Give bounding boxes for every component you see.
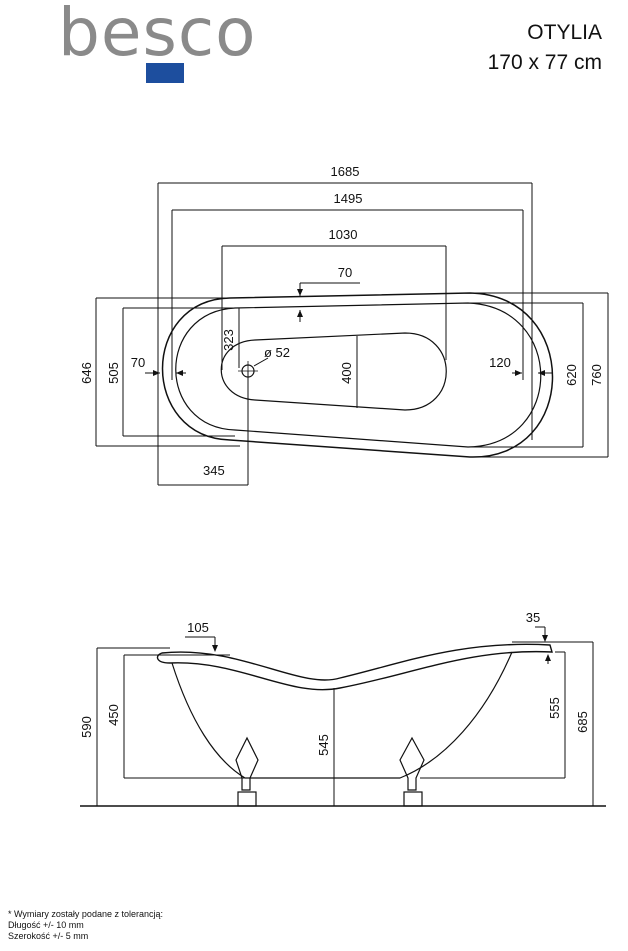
foot-right-base bbox=[403, 791, 423, 807]
dim-lines-top bbox=[95, 182, 609, 486]
dim-label-rim-right: 120 bbox=[489, 355, 511, 370]
dim-label-height-450: 450 bbox=[106, 704, 121, 726]
product-size: 170 x 77 cm bbox=[487, 51, 602, 74]
foot-left-base bbox=[237, 791, 257, 807]
dim-label-width-760: 760 bbox=[589, 364, 604, 386]
dim-label-rim-left: 70 bbox=[131, 355, 145, 370]
dim-label-length-bottom: 1030 bbox=[329, 227, 358, 242]
product-name: OTYLIA bbox=[527, 21, 602, 44]
dim-label-height-555: 555 bbox=[547, 697, 562, 719]
foot-right bbox=[399, 736, 425, 791]
tub-side-rim bbox=[156, 643, 553, 691]
side-view bbox=[80, 626, 606, 807]
brand-logo: besco bbox=[58, 0, 273, 88]
dim-label-depth-545: 545 bbox=[316, 734, 331, 756]
product-header: OTYLIA 170 x 77 cm bbox=[488, 18, 602, 78]
dim-label-bottom-width: 400 bbox=[339, 362, 354, 384]
foot-left bbox=[235, 736, 259, 791]
tub-rim-outline bbox=[175, 302, 542, 448]
dim-label-width-505: 505 bbox=[106, 362, 121, 384]
dim-label-rim-105: 105 bbox=[187, 620, 209, 635]
tub-bottom-outline bbox=[220, 332, 447, 411]
dim-label-rim-top: 70 bbox=[338, 265, 352, 280]
dim-label-height-590: 590 bbox=[79, 716, 94, 738]
top-view bbox=[95, 182, 609, 486]
tolerance-note-width: Szerokość +/- 5 mm bbox=[8, 931, 89, 941]
dim-label-rim-35: 35 bbox=[526, 610, 540, 625]
tolerance-note-title: * Wymiary zostały podane z tolerancją: bbox=[8, 909, 163, 919]
dim-label-height-323: 323 bbox=[221, 329, 236, 351]
dim-label-height-685: 685 bbox=[575, 711, 590, 733]
tub-side-body bbox=[171, 651, 513, 779]
dim-label-width-620: 620 bbox=[564, 364, 579, 386]
logo-accent-block bbox=[146, 63, 184, 83]
dim-arrows-top bbox=[153, 289, 545, 376]
dim-label-drain-offset: 345 bbox=[203, 463, 225, 478]
dim-lines-side bbox=[96, 626, 594, 806]
logo-text: besco bbox=[58, 0, 257, 71]
dim-label-drain: ø 52 bbox=[264, 345, 290, 360]
dim-label-length-outer: 1685 bbox=[331, 164, 360, 179]
tolerance-note: * Wymiary zostały podane z tolerancją: D… bbox=[8, 909, 163, 942]
dim-label-width-646: 646 bbox=[79, 362, 94, 384]
tolerance-note-length: Długość +/- 10 mm bbox=[8, 920, 84, 930]
dim-arrows-side bbox=[212, 635, 551, 661]
dim-label-length-rim: 1495 bbox=[334, 191, 363, 206]
